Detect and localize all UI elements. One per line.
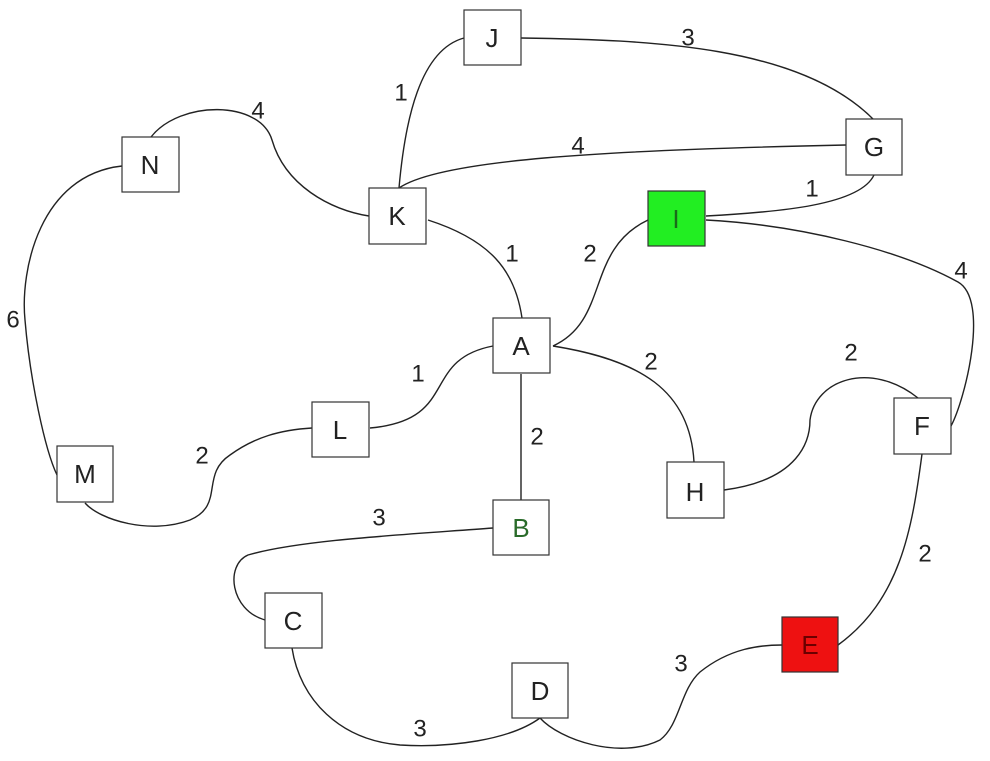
node-E-label: E — [801, 630, 818, 660]
weight-J-G: 3 — [681, 25, 694, 52]
edge-L-A — [369, 345, 494, 429]
edge-A-H — [552, 345, 695, 463]
edge-H-F — [723, 377, 919, 491]
edge-M-L — [84, 427, 313, 527]
node-N: N — [121, 136, 180, 193]
node-A: A — [492, 317, 551, 374]
edge-A-I — [552, 219, 649, 347]
nodes: J G N K I A L F M H B C — [56, 9, 952, 719]
weight-D-E: 3 — [674, 651, 687, 678]
node-H-label: H — [686, 477, 705, 507]
edge-K-J — [398, 37, 465, 189]
node-F-label: F — [914, 411, 930, 441]
node-D: D — [511, 662, 569, 719]
node-C-label: C — [284, 606, 303, 636]
edge-C-D — [291, 647, 541, 747]
node-L-label: L — [333, 415, 347, 445]
node-K-label: K — [388, 201, 406, 231]
node-I-label: I — [672, 204, 679, 234]
edge-D-E — [539, 644, 783, 749]
node-N-label: N — [141, 150, 160, 180]
weight-K-G: 4 — [571, 133, 584, 160]
weight-C-D: 3 — [413, 716, 426, 743]
node-G-label: G — [864, 132, 884, 162]
edge-J-G — [520, 37, 875, 121]
weight-H-F: 2 — [844, 340, 857, 367]
node-G: G — [845, 118, 903, 176]
node-D-label: D — [531, 676, 550, 706]
weight-I-F: 4 — [954, 258, 967, 285]
weight-N-K: 4 — [251, 98, 264, 125]
node-J-label: J — [486, 23, 499, 53]
node-F: F — [893, 397, 952, 455]
weight-K-A: 1 — [505, 241, 518, 268]
weight-I-G: 1 — [805, 176, 818, 203]
weight-L-A: 1 — [411, 361, 424, 388]
edge-F-E — [837, 453, 923, 646]
weight-A-I: 2 — [583, 241, 596, 268]
node-H: H — [666, 461, 725, 519]
node-E: E — [781, 616, 839, 673]
node-M-label: M — [74, 459, 96, 489]
weight-K-J: 1 — [394, 80, 407, 107]
edge-weights: 1 3 4 4 1 1 2 4 6 1 2 2 2 2 3 2 3 3 — [6, 25, 967, 743]
edge-K-G — [398, 144, 847, 189]
node-J: J — [463, 9, 522, 66]
node-B-label: B — [512, 513, 529, 543]
weight-F-E: 2 — [918, 541, 931, 568]
weight-A-B: 2 — [530, 424, 543, 451]
node-K: K — [368, 187, 427, 245]
node-B: B — [492, 499, 550, 556]
edges — [23, 37, 975, 749]
node-I: I — [647, 190, 706, 247]
edge-I-F — [705, 219, 975, 427]
node-M: M — [56, 445, 114, 503]
weight-M-L: 2 — [195, 443, 208, 470]
node-A-label: A — [512, 331, 530, 361]
edge-B-C — [233, 527, 494, 621]
edge-I-G — [705, 174, 875, 217]
edge-K-A — [427, 219, 523, 319]
node-L: L — [311, 401, 370, 458]
weight-A-H: 2 — [644, 349, 657, 376]
weight-N-M: 6 — [6, 307, 19, 334]
weight-B-C: 3 — [372, 505, 385, 532]
node-C: C — [264, 592, 323, 649]
edge-N-K — [150, 109, 370, 217]
edge-N-M — [23, 165, 123, 476]
